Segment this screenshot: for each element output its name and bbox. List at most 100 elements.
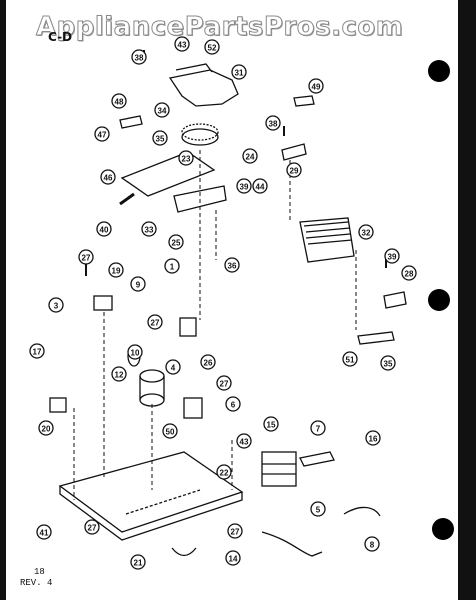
callout-15: 15 bbox=[263, 416, 279, 432]
callout-number: 36 bbox=[228, 262, 237, 271]
base-plate bbox=[58, 451, 244, 533]
callout-29: 29 bbox=[286, 162, 302, 178]
callout-number: 16 bbox=[369, 435, 378, 444]
gasket-48 bbox=[119, 115, 143, 129]
callout-number: 6 bbox=[231, 401, 236, 410]
motor-mount-plate bbox=[120, 151, 216, 197]
callout-40: 40 bbox=[96, 221, 112, 237]
callout-number: 15 bbox=[267, 421, 276, 430]
switch-20 bbox=[49, 397, 67, 413]
bracket-28 bbox=[383, 291, 407, 309]
callout-number: 12 bbox=[115, 371, 124, 380]
callout-27c: 27 bbox=[216, 375, 232, 391]
callout-39b: 39 bbox=[384, 248, 400, 264]
callout-27e: 27 bbox=[227, 523, 243, 539]
callout-14: 14 bbox=[225, 550, 241, 566]
blower-bracket bbox=[175, 63, 213, 73]
blower-wheel-fins bbox=[181, 123, 219, 141]
transformer bbox=[261, 451, 297, 487]
callout-number: 14 bbox=[229, 555, 238, 564]
interlock-switch-26 bbox=[179, 317, 197, 337]
callout-number: 9 bbox=[136, 281, 141, 290]
callout-number: 27 bbox=[151, 319, 160, 328]
wire-harness-8 bbox=[343, 506, 381, 517]
callout-number: 43 bbox=[240, 438, 249, 447]
callout-46: 46 bbox=[100, 169, 116, 185]
capacitor-body bbox=[139, 376, 165, 400]
callout-number: 50 bbox=[166, 428, 175, 437]
power-cord bbox=[261, 531, 323, 557]
bracket-51 bbox=[357, 331, 395, 345]
callout-24: 24 bbox=[242, 148, 258, 164]
callout-number: 27 bbox=[220, 380, 229, 389]
callout-21: 21 bbox=[130, 554, 146, 570]
callout-23: 23 bbox=[178, 150, 194, 166]
callout-number: 7 bbox=[316, 425, 321, 434]
left-page-edge bbox=[0, 0, 6, 600]
callout-number: 43 bbox=[178, 41, 187, 50]
callout-33: 33 bbox=[141, 221, 157, 237]
callout-27b: 27 bbox=[147, 314, 163, 330]
transformer-laminations bbox=[262, 463, 296, 475]
callout-number: 23 bbox=[182, 155, 191, 164]
magnetron bbox=[299, 217, 355, 263]
callout-number: 34 bbox=[158, 107, 167, 116]
callout-27d: 27 bbox=[84, 519, 100, 535]
callout-8: 8 bbox=[364, 536, 380, 552]
callout-number: 32 bbox=[362, 229, 371, 238]
gasket-49 bbox=[293, 95, 315, 107]
diagram-code: C-D bbox=[48, 30, 73, 44]
callout-number: 5 bbox=[316, 506, 321, 515]
callout-number: 27 bbox=[231, 528, 240, 537]
callout-number: 24 bbox=[246, 153, 255, 162]
callout-number: 26 bbox=[204, 359, 213, 368]
callout-28: 28 bbox=[401, 265, 417, 281]
callout-27a: 27 bbox=[78, 249, 94, 265]
callout-31: 31 bbox=[231, 64, 247, 80]
callout-43b: 43 bbox=[236, 433, 252, 449]
callout-5: 5 bbox=[310, 501, 326, 517]
callout-number: 48 bbox=[115, 98, 124, 107]
callout-38b: 38 bbox=[265, 115, 281, 131]
callout-number: 19 bbox=[112, 267, 121, 276]
callout-number: 29 bbox=[290, 167, 299, 176]
base-plate-rib bbox=[125, 489, 201, 515]
callout-number: 3 bbox=[54, 302, 59, 311]
callout-number: 10 bbox=[131, 349, 140, 358]
base-plate-edge bbox=[59, 486, 243, 541]
callout-number: 4 bbox=[171, 364, 176, 373]
callout-3: 3 bbox=[48, 297, 64, 313]
callout-34: 34 bbox=[154, 102, 170, 118]
callout-41: 41 bbox=[36, 524, 52, 540]
blower-housing bbox=[168, 69, 239, 107]
callout-32: 32 bbox=[358, 224, 374, 240]
callout-51: 51 bbox=[342, 351, 358, 367]
binder-hole-middle bbox=[428, 289, 450, 311]
callout-number: 38 bbox=[135, 54, 144, 63]
callout-number: 51 bbox=[346, 356, 355, 365]
callout-9: 9 bbox=[130, 276, 146, 292]
callout-number: 46 bbox=[104, 174, 113, 183]
callout-number: 25 bbox=[172, 239, 181, 248]
callout-number: 20 bbox=[42, 425, 51, 434]
callout-43: 43 bbox=[174, 36, 190, 52]
callout-50: 50 bbox=[162, 423, 178, 439]
callout-number: 28 bbox=[405, 270, 414, 279]
callout-number: 44 bbox=[256, 183, 265, 192]
callout-39: 39 bbox=[236, 178, 252, 194]
page-number: 18 bbox=[34, 567, 45, 577]
magnetron-fins bbox=[303, 221, 353, 245]
callout-number: 1 bbox=[170, 263, 175, 272]
callout-26: 26 bbox=[200, 354, 216, 370]
callout-number: 17 bbox=[33, 348, 42, 357]
callout-49: 49 bbox=[308, 78, 324, 94]
callout-number: 22 bbox=[220, 469, 229, 478]
callout-number: 35 bbox=[156, 135, 165, 144]
interlock-switch-9 bbox=[93, 295, 113, 311]
callout-48: 48 bbox=[111, 93, 127, 109]
callout-number: 27 bbox=[88, 524, 97, 533]
callout-number: 39 bbox=[240, 183, 249, 192]
relay-6 bbox=[183, 397, 203, 419]
